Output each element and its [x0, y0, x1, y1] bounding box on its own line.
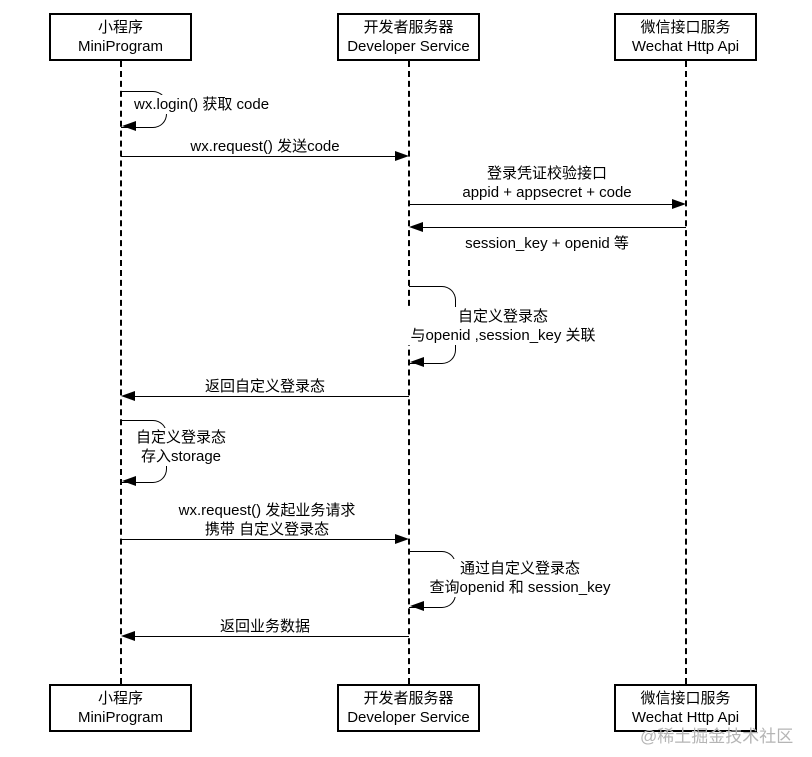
message-label: 通过自定义登录态 查询openid 和 session_key: [426, 559, 614, 597]
message-label: wx.login() 获取 code: [131, 95, 273, 114]
arrow-line: [134, 636, 409, 637]
arrow-line: [422, 227, 686, 228]
arrow-line: [134, 396, 409, 397]
actor-name-en: MiniProgram: [77, 709, 164, 726]
actor-name-cn: 小程序: [97, 19, 143, 36]
arrowhead-left-icon: [122, 121, 136, 131]
actor-box-developer-service-top: 开发者服务器 Developer Service: [337, 13, 480, 61]
actor-name-en: MiniProgram: [77, 38, 164, 55]
arrowhead-left-icon: [410, 357, 424, 367]
lifeline-wechat-api: [685, 61, 687, 684]
message-label: 自定义登录态 存入storage: [132, 428, 230, 466]
watermark-juejin: @稀土掘金技术社区: [640, 727, 794, 746]
actor-name-en: Wechat Http Api: [631, 38, 740, 55]
actor-name-cn: 开发者服务器: [363, 690, 454, 707]
message-label: 返回自定义登录态: [201, 377, 329, 396]
lifeline-developer-service: [408, 61, 410, 684]
arrowhead-right-icon: [395, 151, 409, 161]
actor-name-en: Wechat Http Api: [631, 709, 740, 726]
actor-box-wechat-api-top: 微信接口服务 Wechat Http Api: [614, 13, 757, 61]
arrowhead-left-icon: [409, 222, 423, 232]
message-label: 返回业务数据: [216, 617, 314, 636]
message-label: session_key + openid 等: [462, 234, 632, 253]
message-label: 自定义登录态 与openid ,session_key 关联: [407, 307, 599, 345]
actor-box-developer-service-bottom: 开发者服务器 Developer Service: [337, 684, 480, 732]
actor-name-cn: 开发者服务器: [363, 19, 454, 36]
actor-name-cn: 微信接口服务: [640, 19, 731, 36]
arrow-line: [121, 156, 396, 157]
arrowhead-left-icon: [121, 631, 135, 641]
arrow-line: [409, 204, 673, 205]
lifeline-miniprogram: [120, 61, 122, 684]
arrowhead-left-icon: [121, 391, 135, 401]
arrowhead-right-icon: [395, 534, 409, 544]
actor-name-cn: 微信接口服务: [640, 690, 731, 707]
message-label: 登录凭证校验接口 appid + appsecret + code: [459, 164, 635, 202]
actor-box-wechat-api-bottom: 微信接口服务 Wechat Http Api: [614, 684, 757, 732]
actor-name-cn: 小程序: [97, 690, 143, 707]
arrow-line: [121, 539, 396, 540]
actor-box-miniprogram-bottom: 小程序 MiniProgram: [49, 684, 192, 732]
message-label: wx.request() 发送code: [187, 137, 343, 156]
actor-box-miniprogram-top: 小程序 MiniProgram: [49, 13, 192, 61]
arrowhead-right-icon: [672, 199, 686, 209]
message-label: wx.request() 发起业务请求 携带 自定义登录态: [175, 501, 359, 539]
actor-name-en: Developer Service: [347, 709, 470, 726]
actor-name-en: Developer Service: [347, 38, 470, 55]
arrowhead-left-icon: [122, 476, 136, 486]
arrowhead-left-icon: [410, 601, 424, 611]
